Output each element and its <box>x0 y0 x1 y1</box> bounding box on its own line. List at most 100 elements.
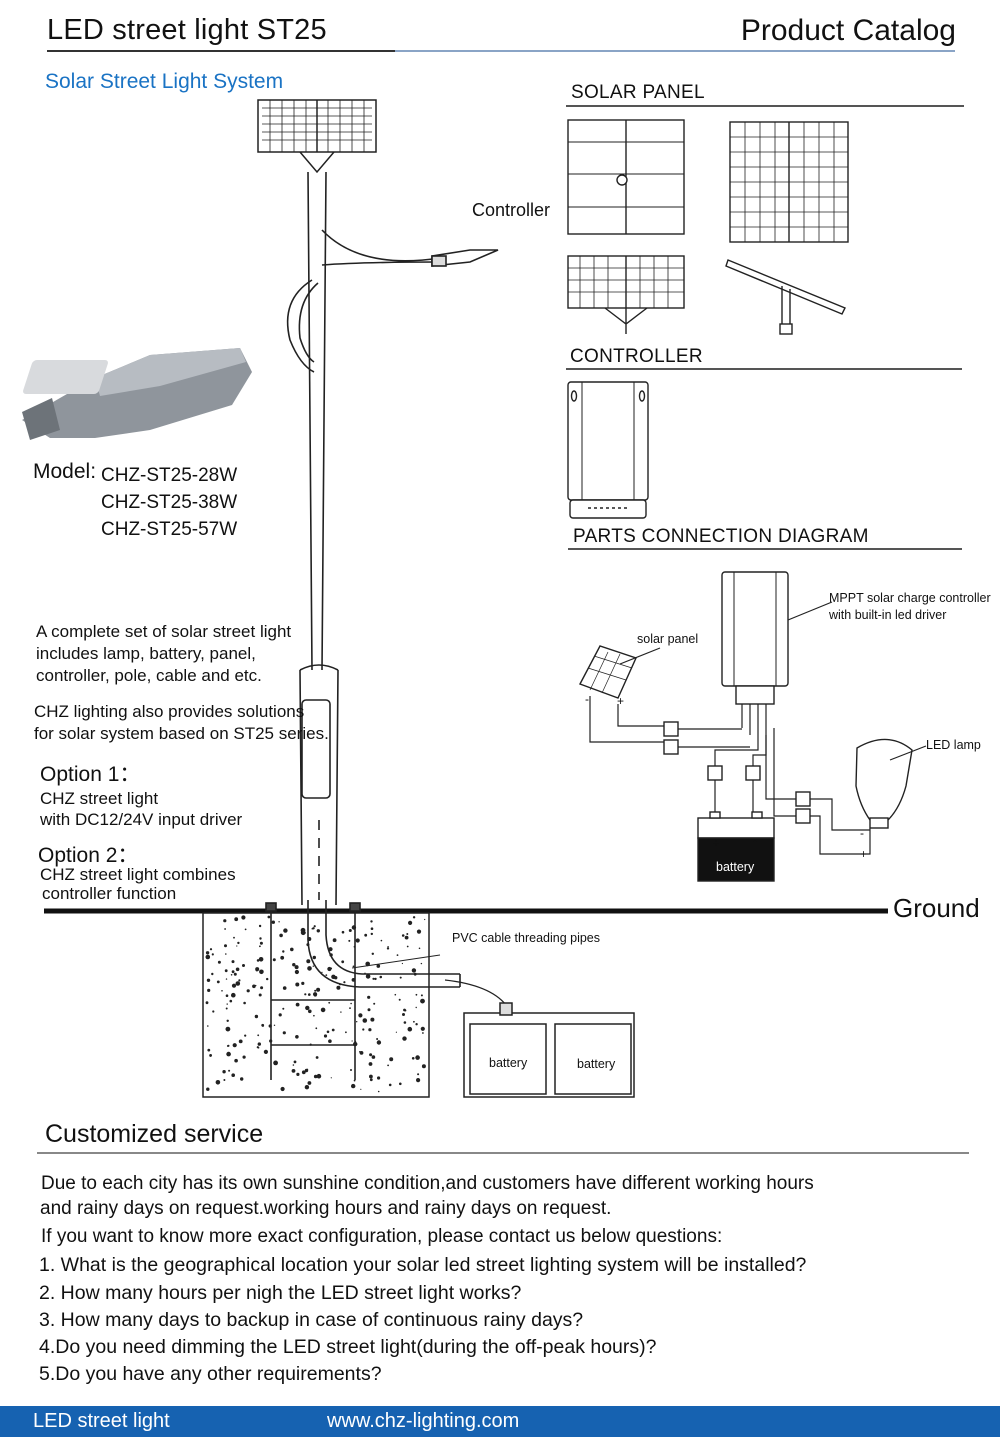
concrete-speck <box>424 918 426 921</box>
concrete-speck <box>231 992 236 998</box>
concrete-speck <box>259 969 264 975</box>
concrete-speck <box>420 998 425 1004</box>
concrete-speck <box>238 979 241 982</box>
concrete-speck <box>306 1068 309 1071</box>
concrete-speck <box>224 944 227 948</box>
concrete-speck <box>416 1078 421 1083</box>
concrete-speck <box>312 955 316 960</box>
concrete-speck <box>406 933 409 935</box>
header-divider-accent <box>395 50 955 52</box>
concrete-speck <box>362 1028 365 1031</box>
solar-panel-drawings <box>567 119 849 335</box>
option-1-title: Option 1： <box>40 763 141 786</box>
description-line: CHZ lighting also provides solutions <box>34 702 305 721</box>
concrete-speck <box>412 916 416 919</box>
concrete-speck <box>225 953 227 955</box>
concrete-speck <box>225 1026 231 1032</box>
concrete-speck <box>331 1028 335 1032</box>
concrete-speck <box>370 1017 375 1022</box>
concrete-speck <box>234 1058 238 1063</box>
concrete-speck <box>259 945 261 948</box>
concrete-speck <box>374 977 377 981</box>
concrete-speck <box>377 1076 381 1080</box>
mppt-controller-label: MPPT solar charge controller with built-… <box>829 590 991 624</box>
mppt-line: MPPT solar charge controller <box>829 591 991 605</box>
parts-connection-diagram <box>579 571 927 882</box>
customized-paragraph: If you want to know more exact configura… <box>41 1226 723 1247</box>
concrete-speck <box>291 1069 296 1073</box>
description-line: for solar system based on ST25 series. <box>34 724 329 743</box>
concrete-speck <box>328 1039 332 1043</box>
concrete-speck <box>396 954 399 956</box>
concrete-speck <box>345 1031 347 1034</box>
concrete-speck <box>278 921 280 923</box>
concrete-speck <box>308 993 311 996</box>
pvc-pipes-label: PVC cable threading pipes <box>452 931 601 945</box>
option-line: CHZ street light combines <box>40 865 236 884</box>
concrete-speck <box>256 1046 259 1049</box>
concrete-speck <box>282 1007 285 1010</box>
section-divider <box>566 368 962 370</box>
concrete-speck <box>256 959 260 962</box>
concrete-speck <box>362 1018 368 1023</box>
concrete-speck <box>240 1077 244 1081</box>
concrete-speck <box>280 1086 285 1092</box>
concrete-speck <box>207 1025 209 1027</box>
concrete-speck <box>359 1051 364 1055</box>
question-item: 3. How many days to backup in case of co… <box>39 1309 584 1331</box>
concrete-speck <box>358 1013 363 1018</box>
footer-website-link[interactable]: www.chz-lighting.com <box>327 1410 520 1432</box>
concrete-speck <box>313 1014 315 1017</box>
concrete-speck <box>328 1001 331 1004</box>
concrete-speck <box>413 1020 415 1023</box>
concrete-speck <box>231 960 235 964</box>
concrete-speck <box>402 1013 405 1016</box>
concrete-speck <box>316 1073 322 1079</box>
panel-plus: + <box>617 694 625 708</box>
concrete-speck <box>272 958 276 962</box>
section-divider <box>37 1152 969 1154</box>
concrete-speck <box>229 999 233 1003</box>
concrete-speck <box>244 928 247 931</box>
concrete-speck <box>252 984 256 989</box>
concrete-speck <box>376 1040 382 1045</box>
concrete-speck <box>304 993 307 996</box>
concrete-speck <box>420 994 423 997</box>
concrete-speck <box>205 954 211 960</box>
concrete-speck <box>415 993 418 996</box>
concrete-speck <box>336 985 341 990</box>
concrete-speck <box>348 929 352 932</box>
concrete-speck <box>369 1074 373 1079</box>
concrete-speck <box>258 957 264 962</box>
concrete-speck <box>407 1026 413 1032</box>
concrete-speck <box>351 1083 356 1089</box>
concrete-speck <box>292 963 296 967</box>
concrete-speck <box>233 936 235 939</box>
lamp-minus: - <box>860 826 864 840</box>
customized-paragraph: and rainy days on request.working hours … <box>40 1198 612 1219</box>
concrete-speck <box>206 978 211 982</box>
concrete-speck <box>293 1060 297 1064</box>
concrete-speck <box>417 1073 420 1076</box>
product-title: LED street light ST25 <box>47 14 327 46</box>
concrete-speck <box>415 1022 418 1026</box>
concrete-speck <box>301 981 305 986</box>
concrete-speck <box>420 962 423 965</box>
concrete-speck <box>226 1051 231 1057</box>
footer-product-label: LED street light <box>33 1410 170 1432</box>
concrete-speck <box>340 1011 342 1013</box>
concrete-speck <box>320 1007 326 1013</box>
concrete-speck <box>280 955 285 960</box>
concrete-speck <box>368 1062 373 1066</box>
concrete-speck <box>230 974 233 976</box>
buried-batteries <box>463 1002 635 1098</box>
concrete-speck <box>353 1079 356 1082</box>
battery-label-2: battery <box>577 1057 616 1071</box>
concrete-speck <box>350 1069 352 1071</box>
concrete-speck <box>360 1088 362 1090</box>
concrete-speck <box>369 1078 373 1082</box>
concrete-speck <box>262 1025 264 1027</box>
concrete-speck <box>370 932 373 936</box>
concrete-speck <box>368 1028 372 1032</box>
